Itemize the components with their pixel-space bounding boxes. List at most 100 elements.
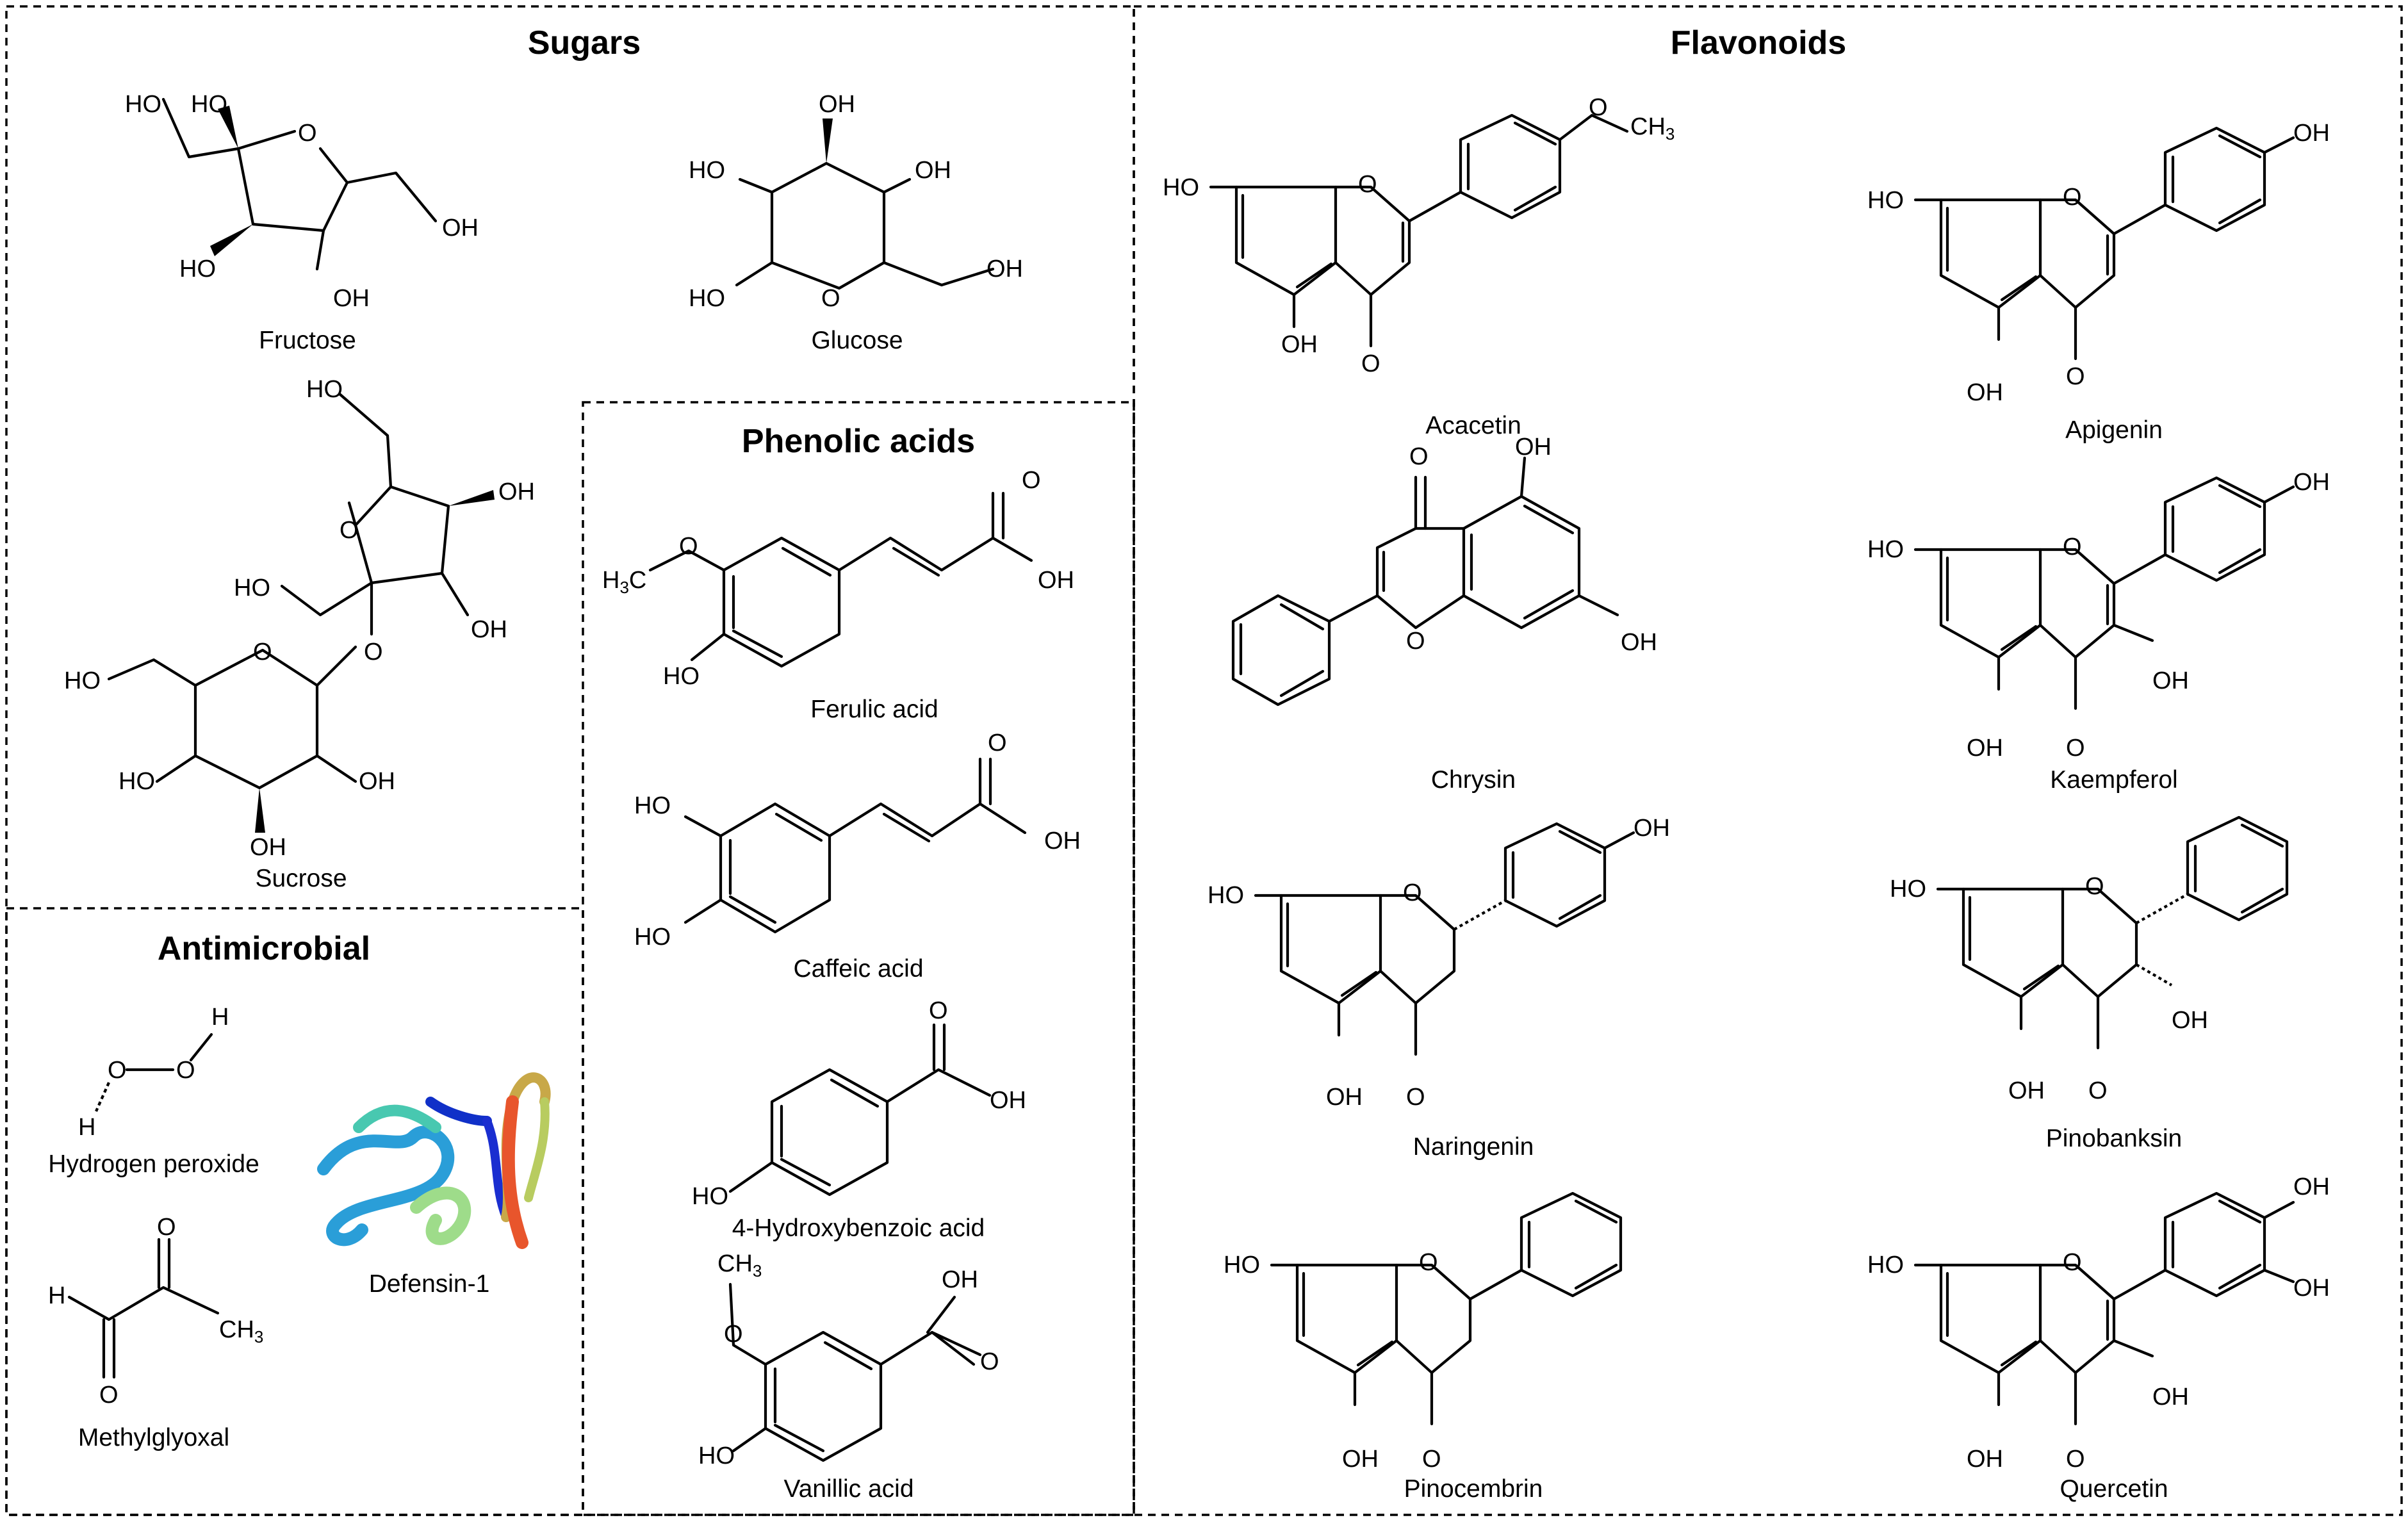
acacetin-structure: HO O O OH O CH3 bbox=[1163, 94, 1675, 377]
antimicrobial-box bbox=[5, 907, 584, 1516]
sucrose-oh-label: OH bbox=[250, 834, 286, 861]
caffeic-o-label: O bbox=[988, 730, 1007, 756]
atom-label: HO bbox=[1163, 174, 1199, 201]
glucose-ho-label: HO bbox=[689, 157, 725, 184]
atom-label: OH bbox=[1967, 735, 2003, 762]
chrysin-structure: O OH O OH bbox=[1231, 434, 1657, 707]
atom-label: OH bbox=[1342, 1446, 1379, 1473]
atom-label: OH bbox=[1621, 629, 1657, 656]
glucose-name: Glucose bbox=[811, 327, 903, 354]
atom-label: OH bbox=[1326, 1084, 1363, 1111]
atom-label: HO bbox=[1224, 1252, 1260, 1279]
acacetin-ch3-label: CH3 bbox=[1630, 113, 1675, 143]
h2o2-o-label: O bbox=[176, 1057, 195, 1084]
vanillic-acid-structure: CH3 O OH O HO bbox=[698, 1250, 999, 1469]
glucose-o-label: O bbox=[821, 285, 840, 312]
defensin-ribbon-image bbox=[317, 1072, 551, 1249]
fructose-ho-label: HO bbox=[179, 256, 216, 282]
atom-label: OH bbox=[2293, 1275, 2330, 1302]
vanillic-ho-label: HO bbox=[698, 1442, 735, 1469]
atom-label: O bbox=[1358, 171, 1377, 198]
caffeic-acid-structure: HO HO O OH bbox=[634, 730, 1081, 951]
atom-label: HO bbox=[1867, 1252, 1904, 1279]
hydroxybenzoic-acid-structure: O OH HO bbox=[692, 997, 1026, 1210]
h2o2-h-label: H bbox=[78, 1114, 95, 1141]
hba-ho-label: HO bbox=[692, 1183, 728, 1210]
atom-label: OH bbox=[2293, 120, 2330, 147]
sucrose-name: Sucrose bbox=[255, 865, 347, 892]
fructose-ho-label: HO bbox=[125, 91, 161, 118]
phenolic-box bbox=[582, 401, 1135, 1516]
antimicrobial-title: Antimicrobial bbox=[158, 930, 370, 967]
sucrose-oh-label: OH bbox=[498, 478, 535, 505]
atom-label: OH bbox=[1515, 434, 1552, 461]
hydroxybenzoic-acid-name: 4-Hydroxybenzoic acid bbox=[732, 1214, 985, 1242]
hydrogen-peroxide-name: Hydrogen peroxide bbox=[48, 1150, 259, 1178]
glucose-ho-label: HO bbox=[689, 285, 725, 312]
chrysin-name: Chrysin bbox=[1431, 766, 1516, 794]
glucose-oh-label: OH bbox=[987, 256, 1023, 282]
atom-label: O bbox=[2085, 873, 2104, 900]
atom-label: O bbox=[2088, 1077, 2108, 1104]
atom-label: OH bbox=[2008, 1077, 2045, 1104]
methylglyoxal-name: Methylglyoxal bbox=[78, 1424, 229, 1451]
ferulic-o-label: O bbox=[1022, 467, 1041, 494]
glucose-structure: OH HO OH O HO OH bbox=[689, 91, 1023, 312]
ferulic-acid-structure: O H3C HO O OH bbox=[602, 467, 1074, 690]
quercetin-structure: HO O O OH OH OH OH bbox=[1867, 1173, 2330, 1473]
fructose-o-label: O bbox=[298, 120, 317, 147]
atom-label: HO bbox=[1867, 536, 1904, 563]
mgo-o-label: O bbox=[99, 1382, 119, 1409]
methylglyoxal-structure: H O O CH3 bbox=[48, 1214, 263, 1409]
atom-label: HO bbox=[1208, 882, 1244, 909]
naringenin-structure: HO O O OH OH bbox=[1208, 815, 1670, 1111]
fructose-structure: HO HO O OH HO OH bbox=[125, 91, 479, 312]
ferulic-acid-name: Ferulic acid bbox=[810, 696, 938, 723]
sucrose-ho-label: HO bbox=[119, 768, 155, 795]
atom-label: OH bbox=[2172, 1007, 2208, 1034]
pinocembrin-structure: HO O O OH bbox=[1224, 1191, 1623, 1473]
sucrose-ho-label: HO bbox=[64, 667, 101, 694]
h2o2-o-label: O bbox=[108, 1057, 127, 1084]
atom-label: O bbox=[2063, 534, 2082, 560]
mgo-h-label: H bbox=[48, 1282, 65, 1309]
atom-label: O bbox=[1406, 628, 1425, 655]
atom-label: OH bbox=[2152, 667, 2189, 694]
atom-label: O bbox=[2066, 1446, 2085, 1473]
quercetin-name: Quercetin bbox=[2060, 1475, 2168, 1503]
vanillic-o-label: O bbox=[980, 1348, 999, 1375]
fructose-name: Fructose bbox=[259, 327, 356, 354]
pinobanksin-name: Pinobanksin bbox=[2046, 1125, 2182, 1152]
atom-label: O bbox=[1419, 1249, 1438, 1276]
atom-label: O bbox=[1422, 1446, 1441, 1473]
hba-oh-label: OH bbox=[990, 1087, 1026, 1114]
atom-label: O bbox=[2066, 735, 2085, 762]
atom-label: O bbox=[1403, 879, 1422, 906]
caffeic-ho-label: HO bbox=[634, 792, 671, 819]
atom-label: OH bbox=[1634, 815, 1670, 842]
kaempferol-structure: HO O O OH OH OH bbox=[1867, 469, 2330, 762]
atom-label: OH bbox=[2293, 469, 2330, 496]
pinobanksin-structure: HO O O OH OH bbox=[1890, 815, 2289, 1104]
fructose-oh-label: OH bbox=[333, 285, 370, 312]
vanillic-acid-name: Vanillic acid bbox=[783, 1475, 913, 1503]
sucrose-o-label: O bbox=[253, 639, 272, 666]
atom-label: OH bbox=[1967, 1446, 2003, 1473]
acacetin-name: Acacetin bbox=[1425, 412, 1521, 439]
atom-label: OH bbox=[2293, 1173, 2330, 1200]
caffeic-ho-label: HO bbox=[634, 924, 671, 951]
glucose-oh-label: OH bbox=[819, 91, 855, 118]
phenolic-acids-title: Phenolic acids bbox=[742, 423, 975, 460]
mgo-o-label: O bbox=[157, 1214, 176, 1241]
vanillic-o-label: O bbox=[724, 1321, 743, 1348]
atom-label: O bbox=[1409, 443, 1429, 470]
apigenin-name: Apigenin bbox=[2065, 416, 2163, 444]
atom-label: OH bbox=[2152, 1384, 2189, 1410]
sucrose-structure: HO O OH HO OH O O HO HO OH OH bbox=[64, 376, 535, 861]
atom-label: HO bbox=[1890, 876, 1926, 903]
atom-label: O bbox=[1406, 1084, 1425, 1111]
naringenin-name: Naringenin bbox=[1413, 1133, 1534, 1161]
caffeic-acid-name: Caffeic acid bbox=[793, 955, 923, 983]
mgo-ch3-label: CH3 bbox=[219, 1316, 263, 1346]
